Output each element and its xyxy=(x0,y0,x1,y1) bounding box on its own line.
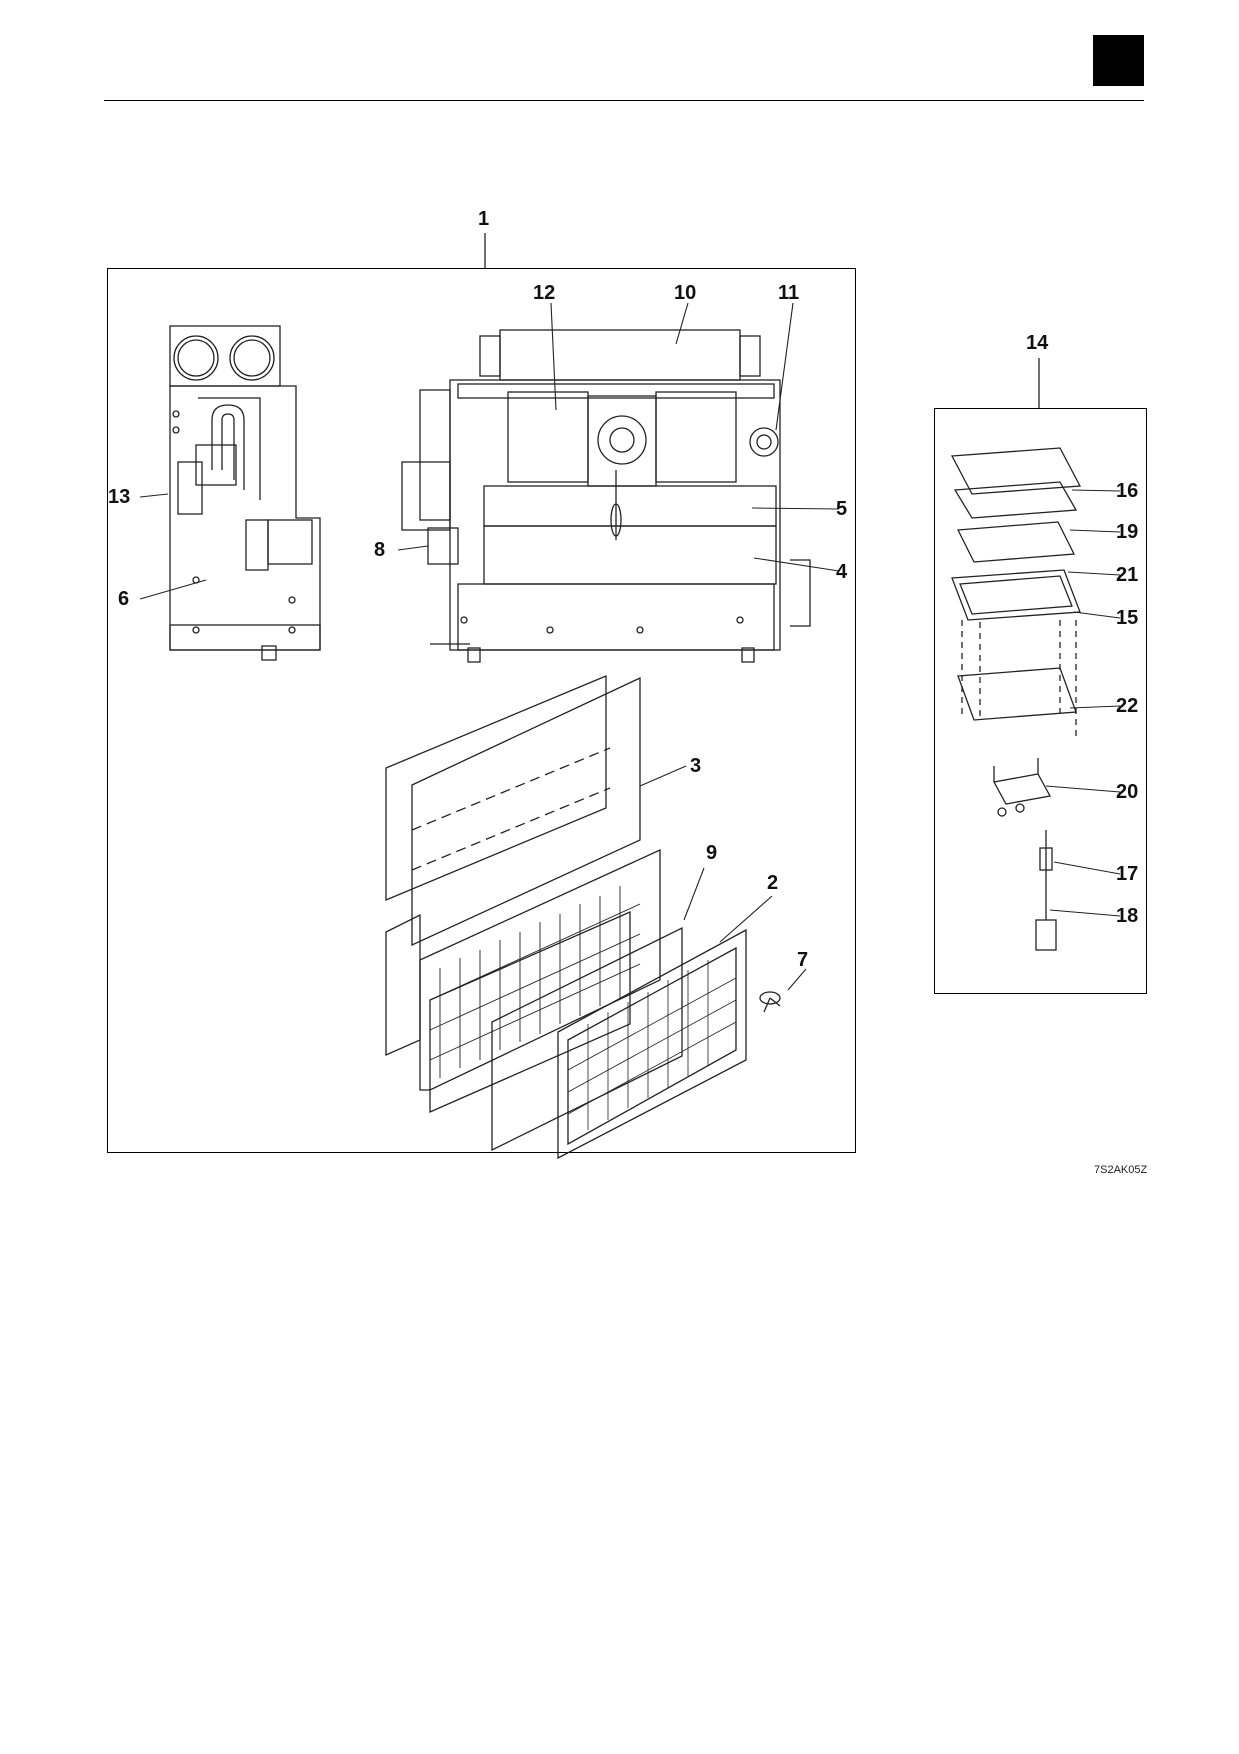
callout-8: 8 xyxy=(374,539,386,561)
filter-grille xyxy=(429,886,641,1078)
control-panel-frame xyxy=(934,408,1147,994)
callout-20: 20 xyxy=(1116,781,1139,803)
callout-2: 2 xyxy=(767,872,779,894)
callout-19: 19 xyxy=(1116,521,1139,543)
side-view-unit xyxy=(169,325,321,661)
control-panel-exploded xyxy=(950,447,1082,951)
callout-17: 17 xyxy=(1116,863,1139,885)
callout-leaders xyxy=(139,302,1121,991)
callout-9: 9 xyxy=(706,842,718,864)
callout-3: 3 xyxy=(690,755,702,777)
callout-21: 21 xyxy=(1116,564,1139,586)
callout-4: 4 xyxy=(836,561,848,583)
callout-13: 13 xyxy=(108,486,131,508)
callout-10: 10 xyxy=(674,282,697,304)
front-view-unit xyxy=(401,329,811,663)
callout-16: 16 xyxy=(1116,480,1139,502)
callout-7: 7 xyxy=(797,949,809,971)
callout-6: 6 xyxy=(118,588,130,610)
callout-14: 14 xyxy=(1026,332,1049,354)
callout-5: 5 xyxy=(836,498,848,520)
callout-1: 1 xyxy=(478,208,490,230)
header-rule xyxy=(104,100,1144,101)
callout-22: 22 xyxy=(1116,695,1139,717)
callout-18: 18 xyxy=(1116,905,1139,927)
main-assembly-frame xyxy=(107,268,856,1153)
front-grille xyxy=(567,960,737,1130)
callout-15: 15 xyxy=(1116,607,1139,629)
panel-assembly xyxy=(385,675,747,1160)
knob-part xyxy=(759,991,781,1013)
page-tab-marker xyxy=(1093,35,1144,86)
callout-11: 11 xyxy=(778,282,800,304)
callout-12: 12 xyxy=(533,282,556,304)
figure-code: 7S2AK05Z xyxy=(1094,1164,1148,1176)
